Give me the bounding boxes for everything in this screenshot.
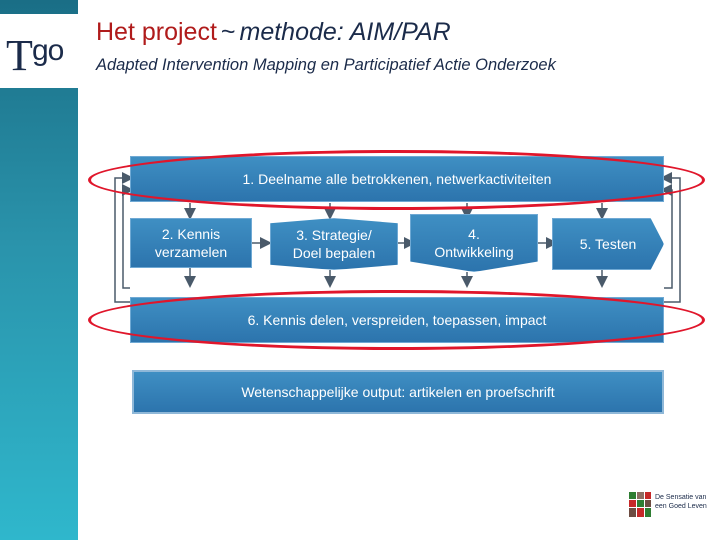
sensatie-badge-icon xyxy=(627,490,653,520)
highlight-oval-step1 xyxy=(88,150,705,210)
step4-line1: 4. xyxy=(468,226,480,242)
page-subtitle: Adapted Intervention Mapping en Particip… xyxy=(96,56,556,74)
step2-line1: 2. Kennis xyxy=(161,226,221,242)
step3-box: 3. Strategie/Doel bepalen xyxy=(270,218,398,270)
title-method: methode: AIM/PAR xyxy=(239,18,451,46)
output-label: Wetenschappelijke output: artikelen en p… xyxy=(241,384,555,400)
sensatie-badge-text: De Sensatie van een Goed Leven xyxy=(655,493,707,511)
step3-line1: 3. Strategie/ xyxy=(296,227,372,243)
logo-letter-t: T xyxy=(6,31,33,80)
output-box: Wetenschappelijke output: artikelen en p… xyxy=(132,370,664,414)
badge-line2: een Goed Leven xyxy=(655,503,707,510)
step3-line2: Doel bepalen xyxy=(292,245,376,261)
title-project: Het project xyxy=(96,18,217,46)
title-tilde: ~ xyxy=(220,18,236,46)
highlight-oval-step6 xyxy=(88,290,705,350)
step2-line2: verzamelen xyxy=(154,244,228,260)
step5-box: 5. Testen xyxy=(552,218,664,270)
page-title: Het project~methode: AIM/PAR xyxy=(96,18,451,47)
step4-box: 4. Ontwikkeling xyxy=(410,214,538,272)
loop-left-inner-arrow xyxy=(122,184,134,289)
loop-right-inner-arrow xyxy=(660,184,673,289)
step4-line2: Ontwikkeling xyxy=(434,244,514,260)
tgo-logo: T go xyxy=(0,14,78,88)
badge-line1: De Sensatie van xyxy=(655,494,707,501)
sidebar-stripe xyxy=(0,0,78,540)
logo-letters-go: go xyxy=(32,34,64,67)
step5-label: 5. Testen xyxy=(579,236,637,252)
step2-box: 2. Kennis verzamelen xyxy=(130,218,252,268)
